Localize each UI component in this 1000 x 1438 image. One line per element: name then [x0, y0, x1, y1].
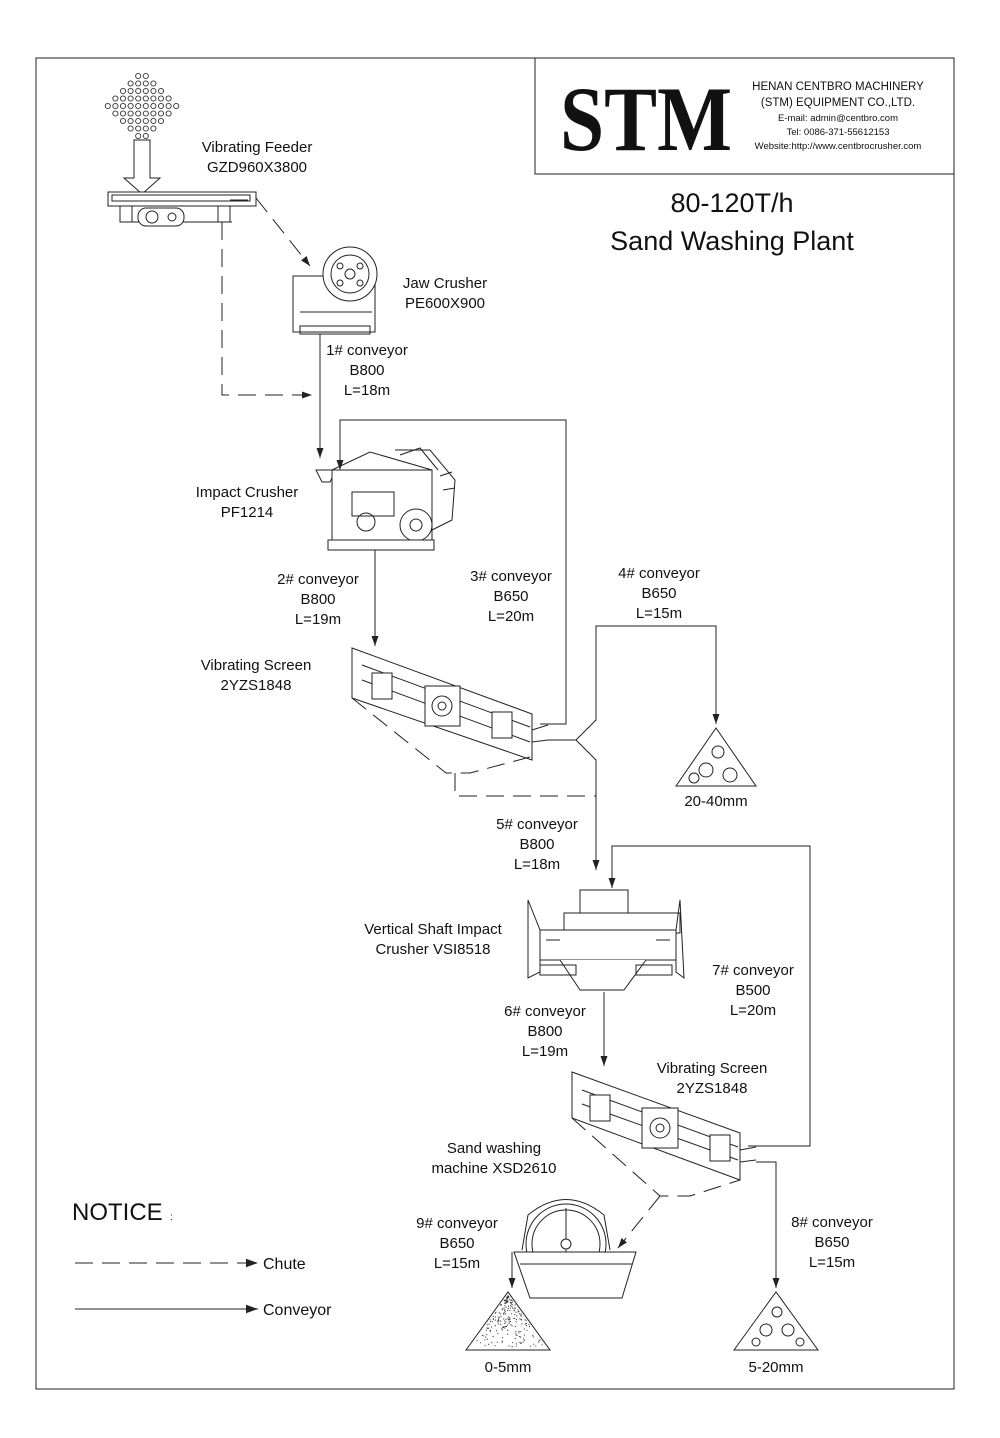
conveyor-2-name: 2# conveyor [277, 571, 359, 588]
conveyor-9-width: B650 [439, 1235, 474, 1252]
conveyor-8-line [756, 1161, 780, 1288]
conveyor-9-name: 9# conveyor [416, 1215, 498, 1232]
product-pile-0-5-icon [465, 1291, 551, 1351]
legend-title: NOTICE [72, 1199, 163, 1226]
conveyor-5-line [575, 739, 600, 870]
conveyor-4-width: B650 [641, 585, 676, 602]
company-logo: STM [560, 68, 732, 170]
jaw-crusher-model: PE600X900 [405, 295, 485, 312]
conveyor-3-name: 3# conveyor [470, 568, 552, 585]
conveyor-4-length: L=15m [636, 605, 682, 622]
conveyor-1-name: 1# conveyor [326, 342, 408, 359]
conveyor-1-width: B800 [349, 362, 384, 379]
vsi-crusher-icon [527, 889, 685, 991]
legend-conveyor-label: Conveyor [263, 1302, 332, 1319]
feeder-name: Vibrating Feeder [202, 139, 313, 156]
impact-crusher-icon [315, 447, 456, 551]
washer-name: Sand washing [447, 1140, 541, 1157]
plant-capacity: 80-120T/h [670, 188, 793, 218]
screen-1-name: Vibrating Screen [201, 657, 312, 674]
conveyor-9-length: L=15m [434, 1255, 480, 1272]
vibrating-screen-1-icon [351, 647, 549, 774]
conveyor-2-width: B800 [300, 591, 335, 608]
conveyor-5-length: L=18m [514, 856, 560, 873]
company-email: E-mail: admin@centbro.com [778, 113, 898, 124]
plant-title: Sand Washing Plant [610, 226, 854, 256]
washer-model: machine XSD2610 [431, 1160, 556, 1177]
conveyor-3-line [336, 419, 567, 725]
legend-chute-label: Chute [263, 1256, 306, 1273]
vibrating-screen-2-icon [571, 1071, 757, 1197]
company-name-line2: (STM) EQUIPMENT CO.,LTD. [761, 97, 915, 109]
feed-arrow-icon [122, 139, 162, 195]
conveyor-5-name: 5# conveyor [496, 816, 578, 833]
conveyor-7-length: L=20m [730, 1002, 776, 1019]
product-labels: 20-40mm 0-5mm 5-20mm [485, 793, 804, 1376]
company-tel: Tel: 0086-371-55612153 [786, 127, 889, 138]
impact-crusher-model: PF1214 [221, 504, 274, 521]
conveyor-7-name: 7# conveyor [712, 962, 794, 979]
vibrating-feeder-icon [107, 191, 257, 227]
conveyor-5-width: B800 [519, 836, 554, 853]
product-pile-5-20-icon [733, 1291, 819, 1351]
conveyor-4-line [548, 625, 720, 741]
chute-screen2-to-washer [617, 1195, 661, 1249]
equipment-labels: Vibrating Feeder GZD960X3800 Jaw Crusher… [196, 139, 768, 1177]
screen-2-model: 2YZS1848 [677, 1080, 748, 1097]
product-0-5-label: 0-5mm [485, 1359, 532, 1376]
product-pile-20-40-icon [675, 727, 757, 787]
chute-feeder-bypass [221, 222, 312, 399]
conveyor-1-length: L=18m [344, 382, 390, 399]
vsi-name: Vertical Shaft Impact [364, 921, 502, 938]
conveyor-7-line [608, 845, 811, 1147]
conveyor-6-width: B800 [527, 1023, 562, 1040]
company-name-line1: HENAN CENTBRO MACHINERY [752, 81, 924, 93]
jaw-crusher-name: Jaw Crusher [403, 275, 487, 292]
company-website: Website:http://www.centbrocrusher.com [755, 141, 922, 152]
company-header: STM HENAN CENTBRO MACHINERY (STM) EQUIPM… [534, 58, 954, 175]
legend-colon: : [170, 1212, 173, 1223]
conveyor-7-width: B500 [735, 982, 770, 999]
conveyor-6-length: L=19m [522, 1043, 568, 1060]
feeder-model: GZD960X3800 [207, 159, 307, 176]
conveyor-labels: 1# conveyor B800 L=18m 2# conveyor B800 … [277, 342, 873, 1272]
conveyor-8-name: 8# conveyor [791, 1214, 873, 1231]
impact-crusher-name: Impact Crusher [196, 484, 299, 501]
screen-2-name: Vibrating Screen [657, 1060, 768, 1077]
conveyor-2-length: L=19m [295, 611, 341, 628]
jaw-crusher-icon [292, 246, 378, 335]
vsi-model: Crusher VSI8518 [375, 941, 490, 958]
product-5-20-label: 5-20mm [748, 1359, 803, 1376]
sand-washing-machine-icon [513, 1199, 637, 1299]
chute-feeder-to-jaw [255, 197, 311, 267]
chute-screen1-fines [454, 773, 596, 797]
conveyor-8-width: B650 [814, 1234, 849, 1251]
page-frame [35, 57, 955, 1390]
raw-material-icon [104, 72, 180, 195]
flow-lines [221, 197, 811, 1288]
screen-1-model: 2YZS1848 [221, 677, 292, 694]
conveyor-3-length: L=20m [488, 608, 534, 625]
conveyor-8-length: L=15m [809, 1254, 855, 1271]
conveyor-4-name: 4# conveyor [618, 565, 700, 582]
conveyor-6-name: 6# conveyor [504, 1003, 586, 1020]
product-20-40-label: 20-40mm [684, 793, 747, 810]
conveyor-3-width: B650 [493, 588, 528, 605]
legend: NOTICE : Chute Conveyor [72, 1199, 332, 1319]
